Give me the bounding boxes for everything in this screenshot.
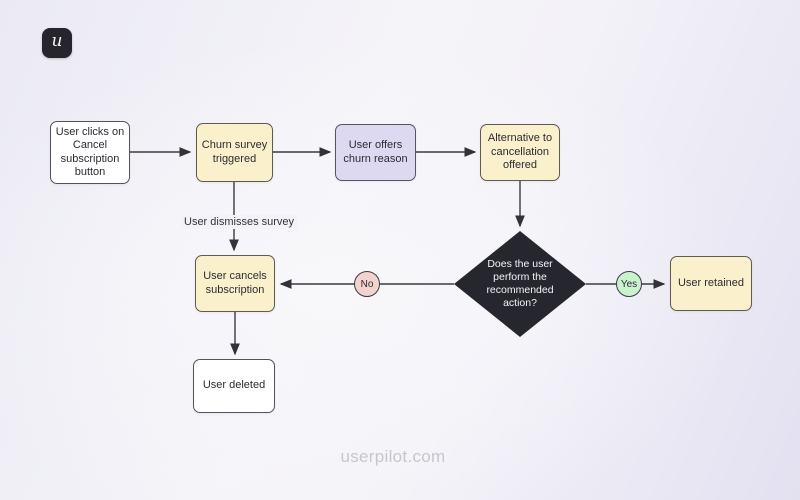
edge-label-no-text: No (360, 278, 374, 290)
userpilot-logo-letter: u (51, 31, 63, 51)
node-alternative-offered: Alternative to cancellation offered (480, 124, 560, 181)
node-user-cancels-subscription-label: User cancels subscription (203, 270, 267, 296)
node-user-clicks-cancel-label: User clicks on Cancel subscription butto… (55, 125, 125, 179)
node-user-retained: User retained (670, 256, 752, 311)
edge-label-yes-text: Yes (620, 278, 638, 290)
edge-label-yes: Yes (616, 271, 642, 297)
edge-label-no: No (354, 271, 380, 297)
edge-label-user-dismisses-survey: User dismisses survey (181, 215, 298, 229)
userpilot-logo: u (42, 28, 72, 58)
node-user-cancels-subscription: User cancels subscription (195, 255, 275, 312)
node-churn-survey-triggered-label: Churn survey triggered (201, 139, 268, 165)
node-decision-label: Does the user perform the recommended ac… (486, 258, 554, 309)
node-user-deleted: User deleted (193, 359, 275, 413)
node-user-offers-churn-reason: User offers churn reason (335, 124, 416, 181)
node-user-clicks-cancel: User clicks on Cancel subscription butto… (50, 121, 130, 184)
watermark-userpilot: userpilot.com (340, 447, 446, 466)
node-churn-survey-triggered: Churn survey triggered (196, 123, 273, 182)
node-user-retained-label: User retained (677, 276, 745, 289)
node-alternative-offered-label: Alternative to cancellation offered (487, 132, 553, 172)
node-user-offers-churn-reason-label: User offers churn reason (343, 139, 408, 165)
node-user-deleted-label: User deleted (202, 379, 266, 392)
